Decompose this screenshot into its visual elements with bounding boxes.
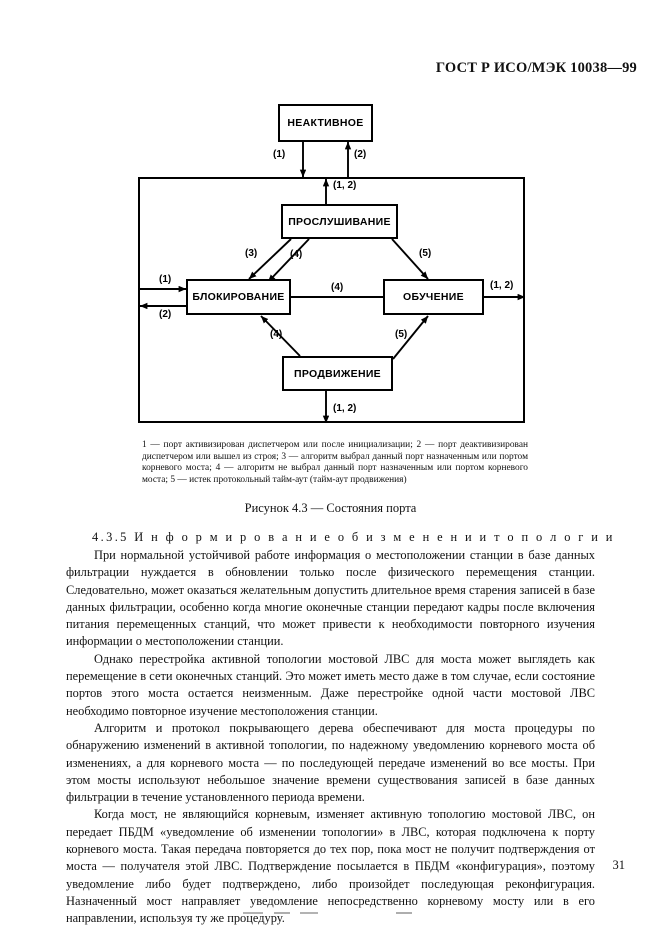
- paragraph-4: Когда мост, не являющийся корневым, изме…: [66, 807, 595, 926]
- state-node-learning[interactable]: ОБУЧЕНИЕ: [383, 279, 484, 315]
- edge-label-listening-to-learning: (5): [419, 248, 432, 259]
- figure-caption: Рисунок 4.3 — Состояния порта: [244, 501, 417, 515]
- figure-state-diagram: НЕАКТИВНОЕ ПРОСЛУШИВАНИЕ БЛОКИРОВАНИЕ ОБ…: [0, 96, 661, 436]
- edge-label-forwarding-down: (1, 2): [333, 403, 357, 414]
- paragraph-2: Однако перестройка активной топологии мо…: [66, 651, 595, 718]
- standard-reference-header: ГОСТ Р ИСО/МЭК 10038—99: [435, 60, 637, 76]
- edge-label-learning-right: (1, 2): [490, 280, 514, 291]
- page-number: 31: [612, 858, 626, 872]
- edge-label-left-in: (1): [159, 274, 172, 285]
- scan-artifact-marks: [243, 912, 412, 914]
- edge-label-to-inactive: (1, 2): [333, 180, 357, 191]
- edge-label-listening-to-blocking: (3): [245, 248, 258, 259]
- body-text-column: 4.3.5 И н ф о р м и р о в а н и е о б и …: [66, 530, 615, 928]
- state-node-forwarding-label: ПРОДВИЖЕНИЕ: [294, 367, 381, 380]
- state-node-forwarding[interactable]: ПРОДВИЖЕНИЕ: [282, 356, 393, 391]
- paragraph-1: При нормальной устойчивой работе информа…: [66, 548, 595, 649]
- edge-label-inactive-out: (1): [273, 149, 286, 160]
- state-node-blocking-label: БЛОКИРОВАНИЕ: [192, 291, 285, 303]
- edge-label-inactive-in: (2): [354, 149, 367, 160]
- edge-label-blocking-to-forwarding: (4): [270, 329, 283, 340]
- edge-label-forwarding-to-learning: (5): [395, 329, 408, 340]
- edge-label-left-out: (2): [159, 309, 172, 320]
- state-node-blocking[interactable]: БЛОКИРОВАНИЕ: [186, 279, 291, 315]
- state-node-inactive-label: НЕАКТИВНОЕ: [287, 117, 364, 129]
- edge-label-blocking-to-learning: (4): [331, 282, 344, 293]
- state-node-learning-label: ОБУЧЕНИЕ: [403, 291, 464, 303]
- state-node-listening-label: ПРОСЛУШИВАНИЕ: [288, 215, 391, 228]
- state-node-inactive[interactable]: НЕАКТИВНОЕ: [278, 104, 373, 142]
- figure-legend-note: 1 — порт активизирован диспетчером или п…: [142, 440, 528, 485]
- state-node-listening[interactable]: ПРОСЛУШИВАНИЕ: [281, 204, 398, 239]
- paragraph-3: Алгоритм и протокол покрывающего дерева …: [66, 720, 595, 805]
- edge-label-listening-to-forwarding: (4): [290, 249, 303, 260]
- section-heading-4-3-5: 4.3.5 И н ф о р м и р о в а н и е о б и …: [92, 530, 615, 544]
